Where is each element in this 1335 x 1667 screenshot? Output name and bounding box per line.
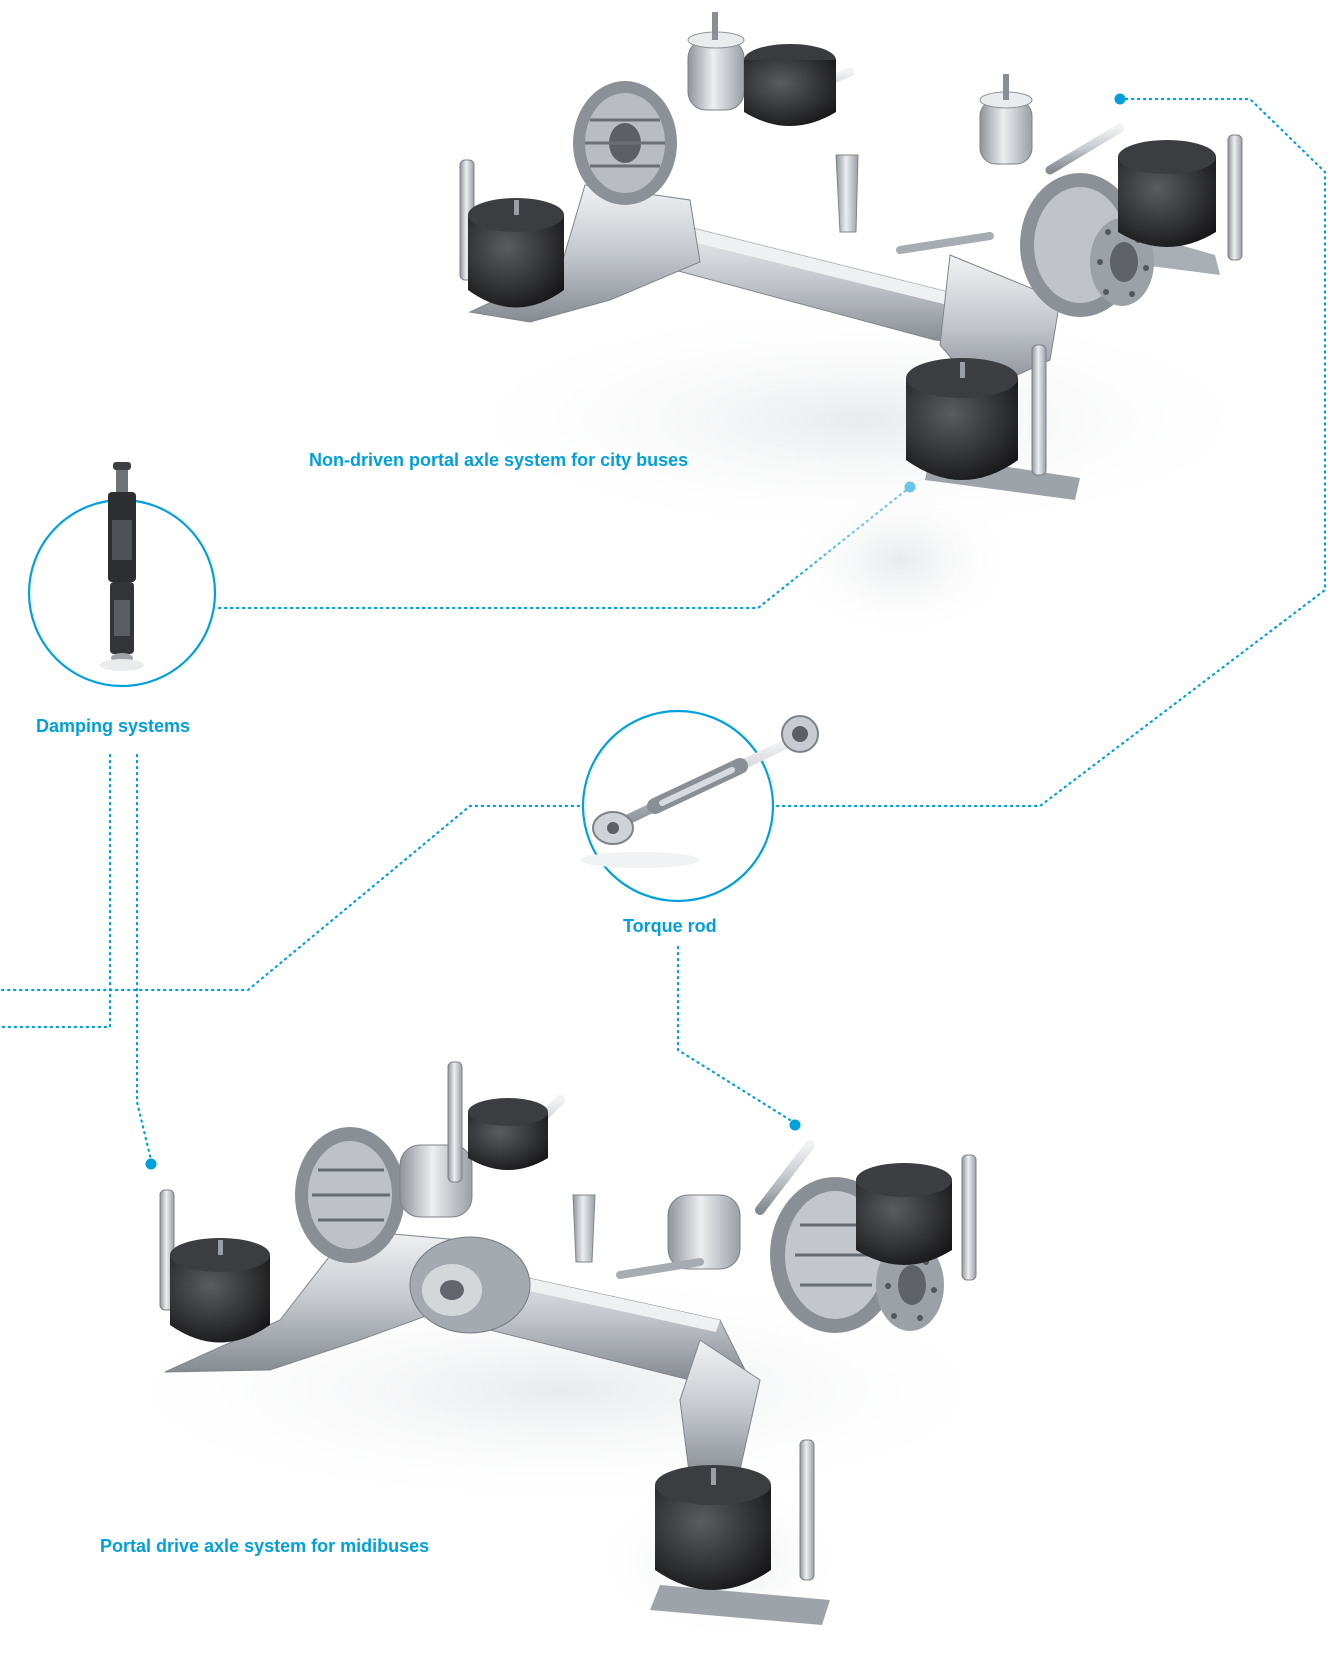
torque-rod-callout bbox=[580, 709, 819, 903]
connector-dot bbox=[1114, 93, 1126, 105]
connector-city-to-damping bbox=[213, 485, 912, 610]
connector-city-to-torque-rod bbox=[768, 97, 1327, 808]
connector-torque-rod-to-left bbox=[0, 804, 587, 992]
damping-systems-callout bbox=[27, 462, 217, 688]
connector-torque-rod-to-midi-axle bbox=[676, 945, 792, 1122]
connector-damping-to-left bbox=[0, 753, 112, 1029]
damping-systems-caption: Damping systems bbox=[36, 716, 191, 736]
torque-rod-circle-frame bbox=[581, 709, 775, 903]
connector-dot bbox=[789, 1119, 801, 1131]
portal-drive-axle-photo bbox=[90, 1061, 1030, 1640]
connector-dot bbox=[145, 1158, 157, 1170]
connector-damping-to-midi-axle bbox=[135, 753, 153, 1162]
torque-rod-caption: Torque rod bbox=[623, 916, 717, 936]
torque-rod-photo bbox=[580, 715, 819, 868]
midi-axle-caption: Portal drive axle system for midibuses bbox=[100, 1536, 430, 1556]
non-driven-portal-axle-photo bbox=[440, 12, 1280, 640]
shock-absorber-photo bbox=[100, 462, 144, 671]
city-axle-caption: Non-driven portal axle system for city b… bbox=[309, 450, 689, 470]
